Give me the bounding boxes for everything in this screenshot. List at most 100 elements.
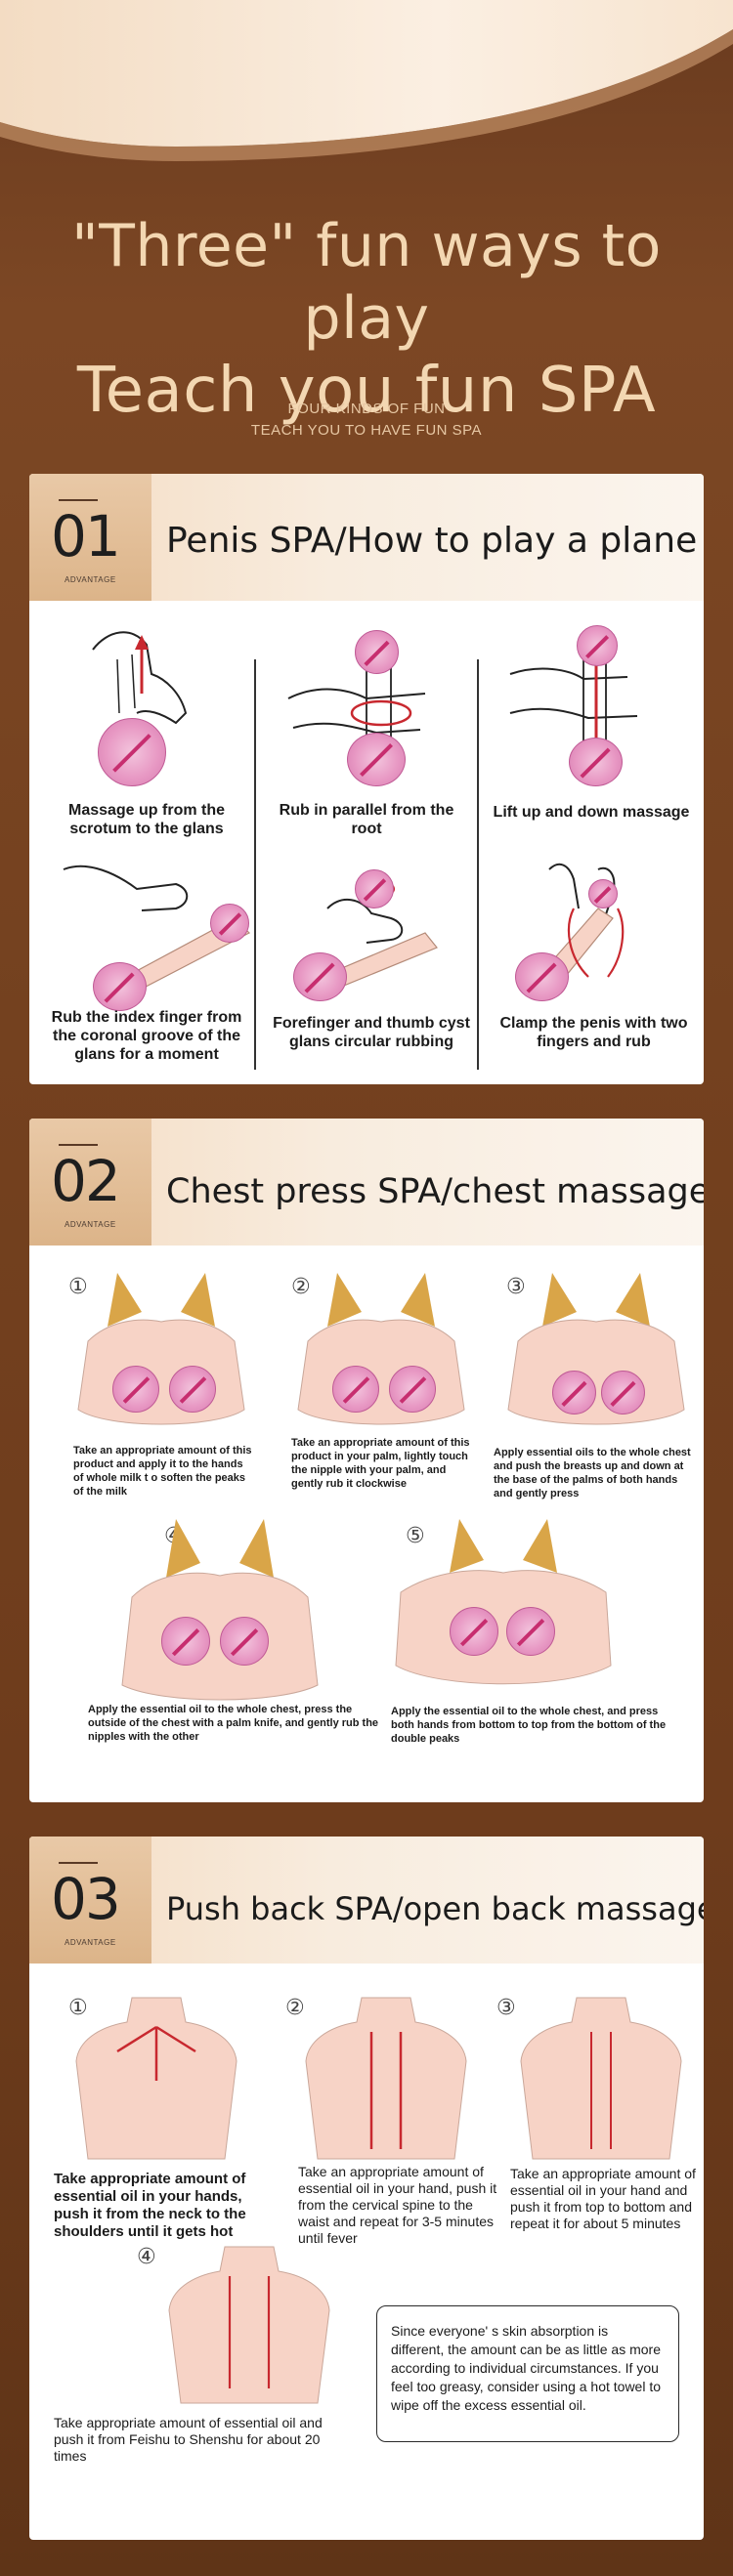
hand-illustration [92,631,188,725]
section-number: 02 [51,1148,121,1214]
censor-mark [389,1366,436,1413]
back-illustration [68,1993,244,2164]
section-header: 03 ADVANTAGE Push back SPA/open back mas… [29,1837,704,1964]
section-tag: ADVANTAGE [65,575,116,584]
censor-mark [210,904,249,943]
step-caption: Apply the essential oil to the whole che… [391,1706,667,1745]
censor-mark [332,1366,379,1413]
step-caption: Take an appropriate amount of essential … [298,2164,497,2246]
censor-mark [347,733,406,786]
step-marker: ⑤ [406,1524,425,1548]
step-marker: ① [68,1275,88,1299]
censor-mark [506,1607,555,1656]
torso-illustration [297,1273,465,1425]
step-marker: ② [291,1275,311,1299]
back-torso-illustration [520,1997,682,2160]
censor-mark [169,1366,216,1413]
chest-illustration [381,1519,625,1695]
section-number: 01 [51,503,121,570]
number-rule [59,1862,98,1864]
torso-illustration [395,1519,612,1685]
back-torso-illustration [168,2246,330,2404]
hero-title-line2: Teach you fun SPA [76,355,657,427]
step-marker: ③ [496,1996,516,2020]
step-caption: Take an appropriate amount of essential … [510,2166,696,2231]
section-number: 03 [51,1866,121,1932]
section-title: Chest press SPA/chest massage [166,1172,704,1211]
back-illustration [513,1993,689,2164]
grid-divider [254,659,256,1070]
censor-mark [601,1371,645,1415]
censor-mark [577,625,618,666]
step-caption: Take appropriate amount of essential oil… [54,2171,246,2240]
step-illustration [269,620,464,786]
step-caption: Take an appropriate amount of this produ… [73,1445,252,1498]
section-number-box: 03 ADVANTAGE [29,1837,151,1964]
censor-mark [515,952,569,1001]
censor-mark [552,1371,596,1415]
chest-illustration [68,1273,254,1429]
chest-illustration [103,1519,337,1705]
censor-mark [220,1617,269,1666]
step-illustration [269,850,474,1001]
step-illustration [491,620,696,786]
back-illustration [298,1993,474,2164]
step-illustration [491,850,696,1001]
section-card-03: 03 ADVANTAGE Push back SPA/open back mas… [29,1837,704,2540]
censor-mark [569,738,623,786]
chest-illustration [288,1273,474,1429]
step-marker: ① [68,1996,88,2020]
step-caption: Rub the index finger from the coronal gr… [51,1009,242,1063]
section-card-02: 02 ADVANTAGE Chest press SPA/chest massa… [29,1119,704,1802]
hero-subtitle-line1: FOUR KINDS OF FUN [287,401,446,417]
back-torso-illustration [75,1997,237,2160]
hero-title: "Three" fun ways to play Teach you fun S… [0,210,733,427]
censor-mark [161,1617,210,1666]
grid-divider [477,659,479,1070]
censor-mark [112,1366,159,1413]
censor-mark [93,962,147,1011]
section-title: Push back SPA/open back massage [166,1890,704,1927]
step-caption: Apply the essential oil to the whole che… [88,1704,379,1743]
section-tag: ADVANTAGE [65,1220,116,1229]
step-caption: Lift up and down massage [493,804,690,821]
step-caption: Apply essential oils to the whole chest … [494,1447,691,1499]
censor-mark [450,1607,498,1656]
section-number-box: 02 ADVANTAGE [29,1119,151,1246]
number-rule [59,499,98,501]
section-card-01: 01 ADVANTAGE Penis SPA/How to play a pla… [29,474,704,1084]
section-title: Penis SPA/How to play a plane [166,521,698,561]
censor-mark [355,630,399,674]
top-swoosh-decoration [0,0,733,161]
censor-mark [293,952,347,1001]
section-number-box: 01 ADVANTAGE [29,474,151,601]
back-illustration [161,2242,337,2408]
step-caption: Take appropriate amount of essential oil… [54,2415,323,2464]
censor-mark [588,879,618,908]
censor-mark [355,869,394,908]
step-marker: ③ [506,1275,526,1299]
step-illustration [49,620,244,786]
step-caption: Clamp the penis with two fingers and rub [499,1015,688,1050]
section-header: 01 ADVANTAGE Penis SPA/How to play a pla… [29,474,704,601]
censor-mark [98,718,166,786]
hero-title-line1: "Three" fun ways to play [71,212,662,353]
section-header: 02 ADVANTAGE Chest press SPA/chest massa… [29,1119,704,1246]
step-marker: ④ [137,2245,156,2269]
step-illustration [49,850,254,1011]
back-torso-illustration [305,1997,467,2160]
hero-subtitle-line2: TEACH YOU TO HAVE FUN SPA [250,422,483,439]
number-rule [59,1144,98,1146]
section-tag: ADVANTAGE [65,1938,116,1947]
chest-illustration [498,1273,694,1429]
torso-illustration [77,1273,245,1425]
step-caption: Massage up from the scrotum to the glans [67,802,226,837]
torso-illustration [121,1519,319,1701]
note-box: Since everyone' s skin absorption is dif… [376,2305,679,2442]
step-marker: ② [285,1996,305,2020]
step-caption: Rub in parallel from the root [279,802,454,837]
step-caption: Take an appropriate amount of this produ… [291,1437,470,1490]
torso-illustration [507,1273,685,1425]
hero-subtitle: FOUR KINDS OF FUN TEACH YOU TO HAVE FUN … [0,399,733,442]
step-caption: Forefinger and thumb cyst glans circular… [273,1015,470,1050]
